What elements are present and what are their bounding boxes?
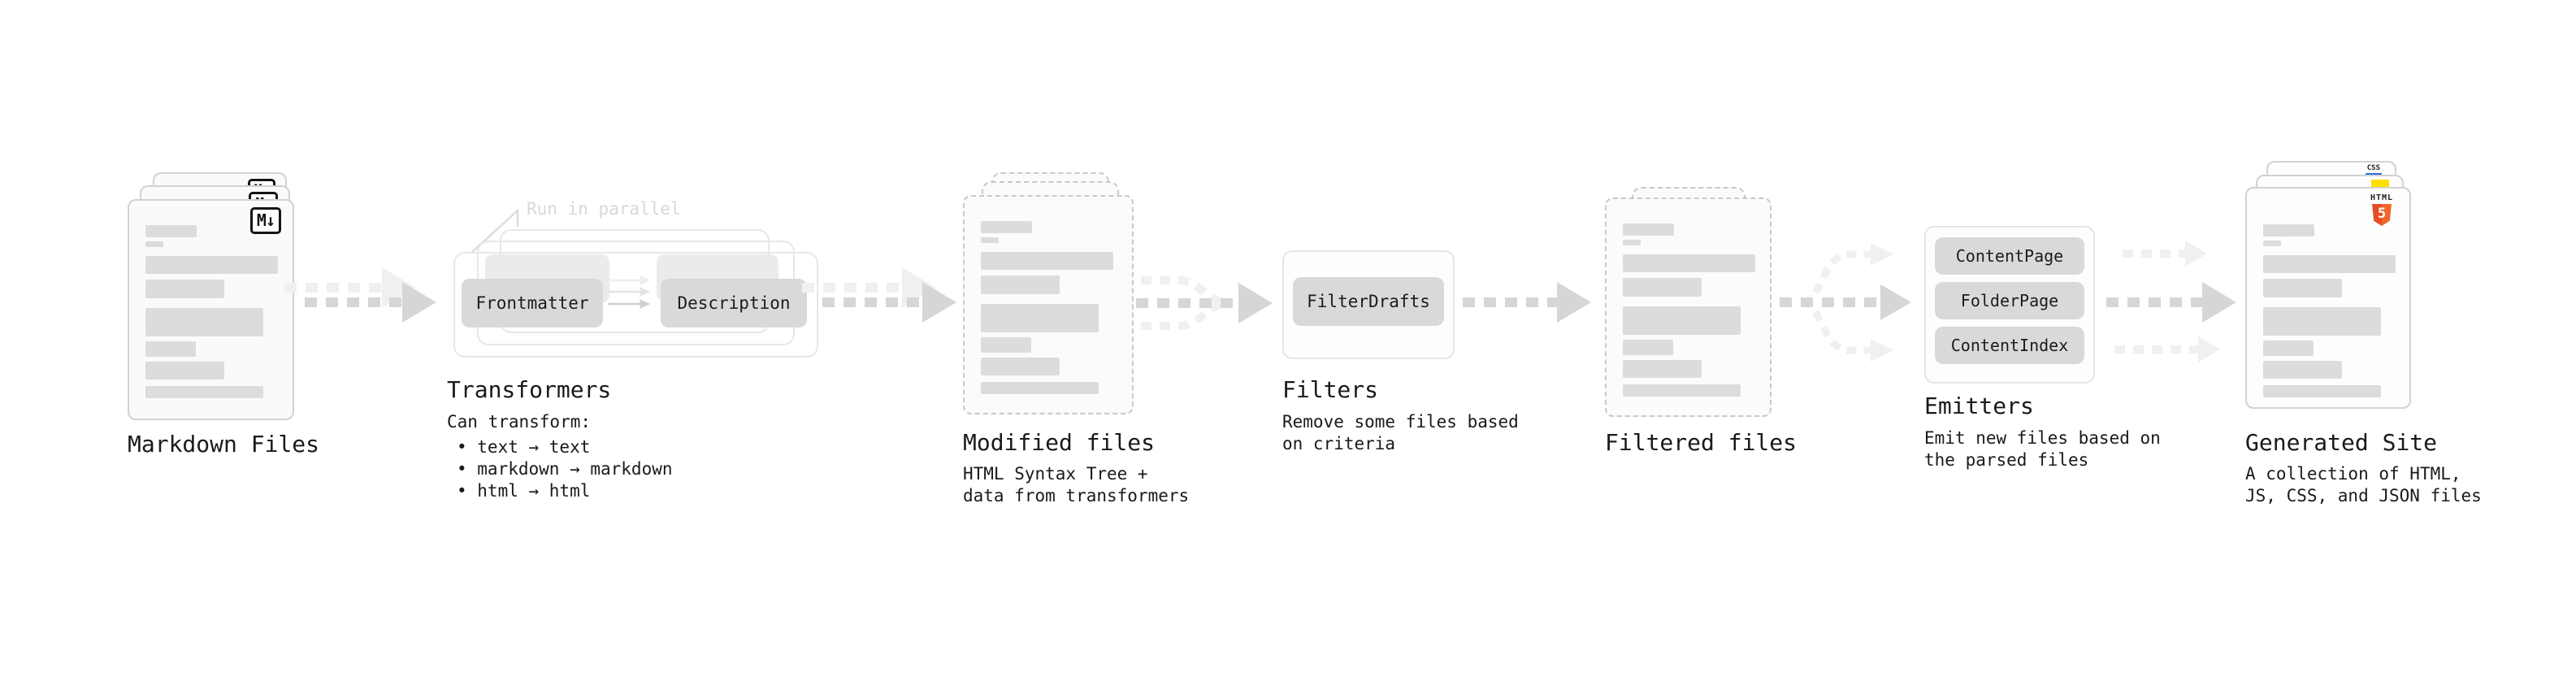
desc-line: Remove some files based bbox=[1282, 412, 1519, 432]
callout-line bbox=[471, 208, 519, 254]
filters-label: Filters bbox=[1282, 376, 1379, 403]
stage-modified-files: Modified files HTML Syntax Tree + data f… bbox=[963, 172, 1190, 514]
markdown-file-front: M↓ bbox=[128, 199, 294, 420]
html5-wordmark: HTML bbox=[2370, 193, 2394, 202]
transformer-frame-front bbox=[453, 252, 818, 358]
desc-line: JS, CSS, and JSON files bbox=[2245, 486, 2482, 505]
generated-site-label: Generated Site bbox=[2245, 429, 2438, 456]
modified-file-front bbox=[963, 195, 1134, 414]
stage-markdown-files: M↓ M↓ M↓ Markdown Files bbox=[128, 172, 339, 465]
generated-site-desc: A collection of HTML, JS, CSS, and JSON … bbox=[2245, 463, 2482, 507]
css-icon: CSS bbox=[2365, 165, 2382, 176]
stage-generated-site: CSS HTML 5 Generated Site A collection o… bbox=[2245, 161, 2505, 518]
arrow-fork-filtered-to-emitters bbox=[1780, 243, 1911, 362]
frontmatter-pill: Frontmatter bbox=[462, 279, 603, 327]
html5-five: 5 bbox=[2377, 205, 2387, 222]
transformers-bullets: • text → text • markdown → markdown • ht… bbox=[457, 436, 673, 502]
arrow-emitter-mid-to-site bbox=[2106, 282, 2236, 323]
desc-line: the parsed files bbox=[1924, 450, 2089, 470]
arrow-merge-modified-to-filters bbox=[1136, 276, 1273, 330]
desc-line: HTML Syntax Tree + bbox=[963, 464, 1148, 484]
desc-line: data from transformers bbox=[963, 486, 1190, 505]
transformers-desc-title: Can transform: bbox=[447, 412, 592, 432]
stage-transformers: Run in parallel Frontmatter Description … bbox=[447, 199, 829, 508]
filterdrafts-pill: FilterDrafts bbox=[1293, 277, 1444, 326]
site-file-html: HTML 5 bbox=[2245, 187, 2411, 409]
emitters-label: Emitters bbox=[1924, 393, 2034, 419]
desc-line: on criteria bbox=[1282, 434, 1396, 453]
arrow-emitter-top-to-site bbox=[2123, 241, 2207, 267]
transformers-label: Transformers bbox=[447, 376, 612, 403]
desc-line: Emit new files based on bbox=[1924, 428, 2161, 448]
arrow-emitter-bottom-to-site bbox=[2114, 336, 2220, 362]
folderpage-pill: FolderPage bbox=[1935, 282, 2084, 319]
filtered-file-front bbox=[1605, 197, 1772, 417]
bullet-item: • html → html bbox=[457, 481, 591, 501]
doc-content-lines bbox=[1623, 223, 1755, 397]
filters-desc: Remove some files based on criteria bbox=[1282, 411, 1519, 455]
doc-content-lines bbox=[981, 221, 1113, 394]
contentindex-pill: ContentIndex bbox=[1935, 327, 2084, 364]
arrow-transformers-to-modified bbox=[802, 267, 956, 323]
bullet-item: • text → text bbox=[457, 437, 591, 457]
arrow-markdown-to-transformers bbox=[284, 267, 436, 323]
bullet-item: • markdown → markdown bbox=[457, 459, 673, 479]
stage-emitters: ContentPage FolderPage ContentIndex Emit… bbox=[1924, 226, 2161, 486]
filtered-files-label: Filtered files bbox=[1605, 429, 1798, 456]
desc-line: A collection of HTML, bbox=[2245, 464, 2461, 484]
parallel-mini-arrows bbox=[608, 275, 651, 309]
doc-content-lines bbox=[145, 225, 278, 398]
stage-filters: FilterDrafts Filters Remove some files b… bbox=[1282, 250, 1519, 478]
run-in-parallel-label: Run in parallel bbox=[527, 199, 681, 219]
description-pill: Description bbox=[661, 279, 807, 327]
modified-files-label: Modified files bbox=[963, 429, 1156, 456]
arrow-filters-to-filtered bbox=[1463, 282, 1591, 323]
contentpage-pill: ContentPage bbox=[1935, 237, 2084, 275]
emitters-desc: Emit new files based on the parsed files bbox=[1924, 427, 2161, 471]
doc-content-lines bbox=[2263, 224, 2396, 397]
html5-icon: HTML 5 bbox=[2366, 194, 2398, 226]
markdown-icon: M↓ bbox=[249, 207, 281, 234]
stage-filtered-files: Filtered files bbox=[1605, 187, 1832, 479]
modified-files-desc: HTML Syntax Tree + data from transformer… bbox=[963, 463, 1189, 507]
markdown-files-label: Markdown Files bbox=[128, 431, 320, 458]
